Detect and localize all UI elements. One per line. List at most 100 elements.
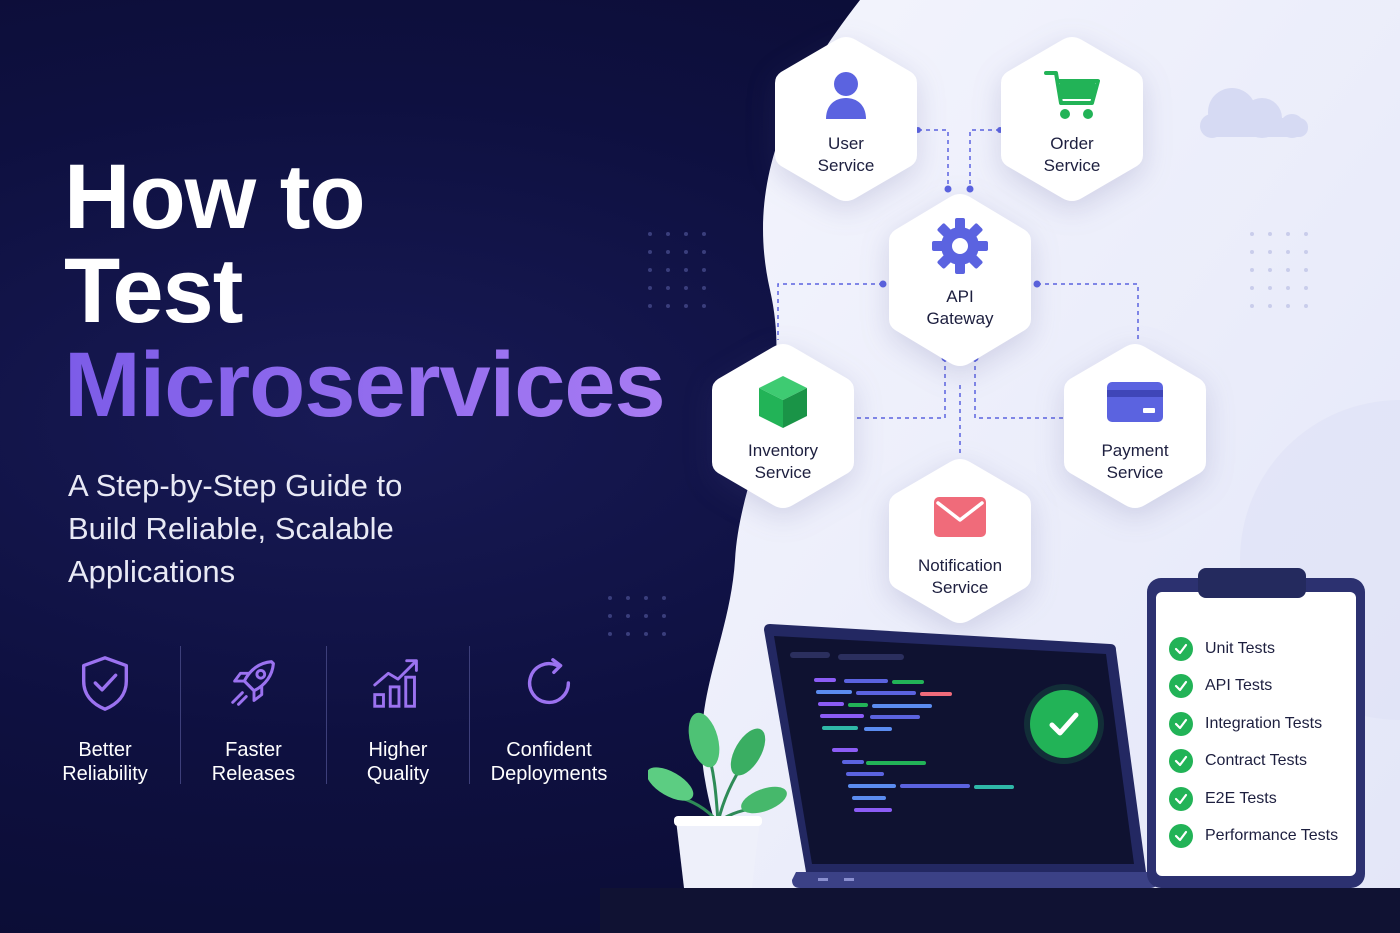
checklist-item: API Tests — [1169, 668, 1338, 706]
service-label-line: Order — [1050, 134, 1094, 153]
api-gateway-node: API Gateway — [885, 190, 1035, 370]
check-circle-icon — [1169, 749, 1193, 774]
rocket-icon — [230, 660, 275, 706]
plant-illustration — [648, 712, 787, 888]
decorative-dot — [684, 232, 688, 236]
title-line-1: How to — [64, 146, 366, 248]
decorative-dot — [666, 286, 670, 290]
envelope-icon — [934, 497, 986, 537]
decorative-dot — [608, 614, 612, 618]
benefit-label-line: Confident — [506, 739, 592, 761]
decorative-dot — [666, 232, 670, 236]
decorative-dot — [1250, 304, 1254, 308]
benefit-label-line: Better — [78, 739, 132, 761]
check-circle-icon — [1169, 786, 1193, 811]
benefit-label-line: Faster — [225, 739, 282, 761]
subtitle: A Step-by-Step Guide to Build Reliable, … — [68, 464, 488, 593]
decorative-dot — [702, 268, 706, 272]
decorative-dot — [1250, 286, 1254, 290]
payment-service-node: Payment Service — [1060, 340, 1210, 512]
checklist-item: Integration Tests — [1169, 705, 1338, 743]
decorative-dot — [644, 596, 648, 600]
service-label-line: Gateway — [926, 309, 994, 328]
benefit-label: Confident Deployments — [491, 738, 608, 786]
user-service-node: User Service — [771, 33, 921, 205]
decorative-dot — [666, 268, 670, 272]
decorative-dot — [1268, 268, 1272, 272]
decorative-dot — [666, 250, 670, 254]
benefit-label-line: Quality — [366, 763, 430, 785]
notification-service-node: Notification Service — [885, 455, 1035, 627]
decorative-dot — [1268, 304, 1272, 308]
decorative-dot — [648, 232, 652, 236]
decorative-dot — [626, 632, 630, 636]
service-label-line: Inventory — [748, 441, 818, 460]
decorative-dot — [684, 304, 688, 308]
order-service-node: Order Service — [997, 33, 1147, 205]
subtitle-line-2: Build Reliable, Scalable — [68, 511, 394, 546]
decorative-dot — [1250, 232, 1254, 236]
decorative-dot — [1286, 250, 1290, 254]
decorative-dot — [626, 596, 630, 600]
decorative-dot — [1268, 232, 1272, 236]
decorative-dot — [608, 596, 612, 600]
decorative-dot — [1250, 250, 1254, 254]
decorative-dot — [1304, 268, 1308, 272]
box-icon — [759, 376, 807, 428]
decorative-dots-bottom — [608, 596, 666, 636]
subtitle-line-3: Applications — [68, 554, 236, 589]
service-label: Inventory Service — [708, 440, 858, 484]
checklist-label: Unit Tests — [1205, 639, 1275, 657]
checklist-item: Performance Tests — [1169, 818, 1338, 856]
service-label: API Gateway — [885, 286, 1035, 330]
checklist-label: API Tests — [1205, 677, 1273, 695]
divider — [469, 646, 470, 784]
checklist-item: Contract Tests — [1169, 743, 1338, 781]
service-label-line: Service — [1043, 156, 1101, 175]
clipboard-clip — [1198, 568, 1306, 598]
benefit-quality: Higher Quality — [327, 646, 469, 786]
shield-check-icon — [81, 656, 129, 711]
service-label-line: Service — [1106, 463, 1164, 482]
credit-card-icon — [1107, 382, 1163, 422]
benefit-deployments: Confident Deployments — [470, 646, 628, 786]
service-label: Payment Service — [1060, 440, 1210, 484]
checklist-label: Integration Tests — [1205, 714, 1323, 732]
decorative-dot — [1268, 250, 1272, 254]
decorative-dot — [662, 596, 666, 600]
service-label: Notification Service — [885, 555, 1035, 599]
checklist-item: Unit Tests — [1169, 630, 1338, 668]
decorative-dot — [644, 614, 648, 618]
desk-surface — [600, 888, 1400, 933]
benefit-releases: Faster Releases — [181, 646, 326, 786]
service-label-line: Service — [817, 156, 875, 175]
benefit-label: Faster Releases — [212, 738, 295, 786]
success-check-icon — [1030, 690, 1098, 758]
decorative-dot — [702, 286, 706, 290]
decorative-dot — [662, 614, 666, 618]
benefits-row: Better Reliability Faster Releases — [30, 646, 628, 786]
title-line-2: Test — [64, 240, 243, 342]
check-circle-icon — [1169, 674, 1193, 699]
decorative-dot — [648, 268, 652, 272]
decorative-dot — [626, 614, 630, 618]
decorative-dot — [644, 632, 648, 636]
decorative-dot — [702, 232, 706, 236]
subtitle-line-1: A Step-by-Step Guide to — [68, 468, 403, 503]
refresh-icon — [527, 658, 571, 705]
service-label-line: Service — [754, 463, 812, 482]
decorative-dot — [1304, 286, 1308, 290]
decorative-dot — [608, 632, 612, 636]
checklist-label: E2E Tests — [1205, 789, 1277, 807]
decorative-dots-dark — [648, 232, 706, 308]
decorative-dot — [1286, 268, 1290, 272]
gear-icon — [932, 218, 988, 274]
decorative-dot — [684, 250, 688, 254]
decorative-dot — [666, 304, 670, 308]
page-title: How to Test Microservices — [64, 146, 666, 432]
user-icon — [826, 72, 866, 119]
benefit-label-line: Deployments — [490, 763, 608, 785]
decorative-dot — [1286, 232, 1290, 236]
benefit-reliability: Better Reliability — [30, 646, 180, 786]
